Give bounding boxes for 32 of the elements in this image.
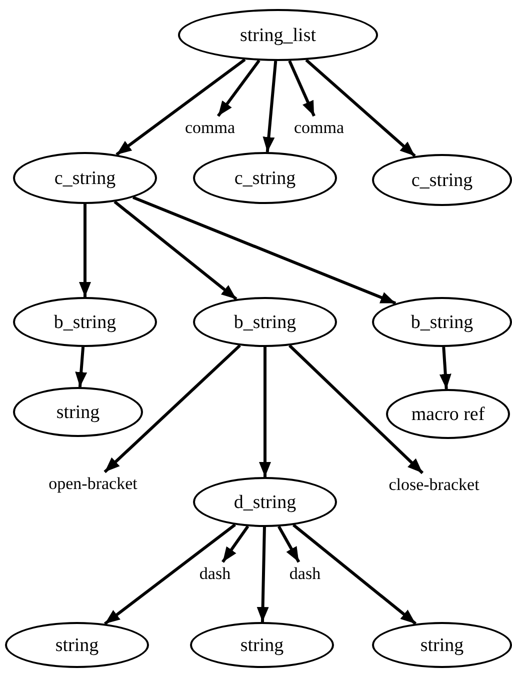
ellipse-node: b_string [372, 297, 512, 347]
arrow [216, 60, 260, 117]
arrow [79, 204, 91, 297]
node-label: open-bracket [33, 472, 153, 494]
ellipse-node: c_string [13, 152, 157, 204]
ellipse-node: string [372, 622, 512, 668]
ellipse-node: c_string [372, 154, 512, 206]
node-label: comma [177, 116, 243, 138]
arrow [222, 525, 250, 563]
node-label: close-bracket [372, 473, 496, 495]
node-label: comma [286, 116, 352, 138]
node-label: dash [192, 562, 238, 584]
ellipse-node: string_list [178, 9, 378, 61]
arrow [439, 346, 452, 390]
ellipse-node: b_string [193, 297, 337, 347]
arrow [75, 346, 88, 388]
arrow [259, 347, 271, 477]
ellipse-node: d_string [193, 477, 337, 527]
ellipse-node: string [13, 387, 143, 437]
ellipse-node: string [5, 622, 149, 668]
arrow [132, 196, 396, 305]
arrow [104, 344, 241, 474]
arrow [288, 344, 424, 474]
arrow [256, 526, 269, 622]
ellipse-node: string [190, 622, 334, 668]
arrow [278, 526, 300, 563]
ellipse-node: macro ref [386, 389, 510, 439]
arrow [288, 60, 316, 117]
node-label: dash [282, 562, 328, 584]
arrow [262, 60, 278, 152]
ellipse-node: c_string [193, 152, 337, 204]
ellipse-node: b_string [13, 297, 157, 347]
